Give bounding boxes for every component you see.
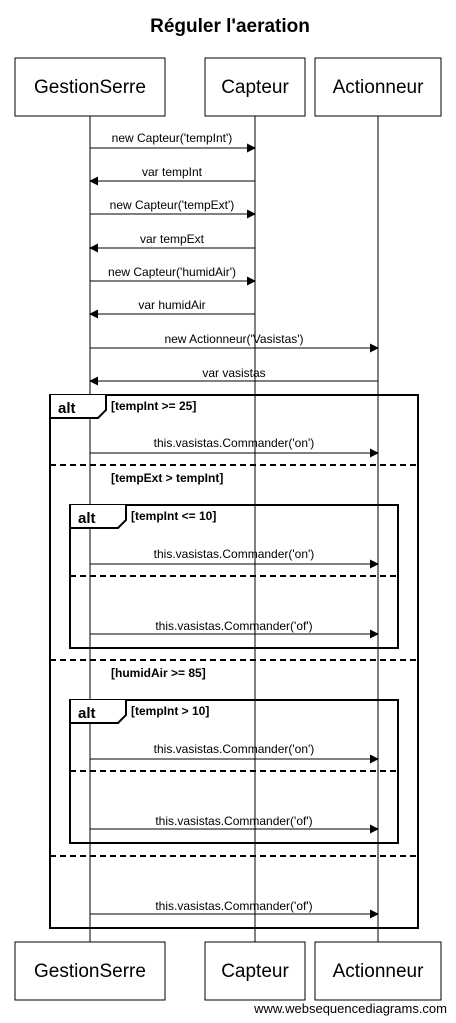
message-label: this.vasistas.Commander('on') [154,547,315,561]
guard-condition: [tempInt <= 10] [131,509,216,523]
participant-capteur-top: Capteur [204,57,306,117]
message-6: var humidAir [89,298,255,319]
participant-label: GestionSerre [34,961,146,982]
message-11: this.vasistas.Commander('of') [90,619,379,639]
guard-condition: [tempInt >= 25] [111,399,196,413]
participant-gestionserre-bottom: GestionSerre [14,941,166,1001]
message-label: new Capteur('tempInt') [112,131,233,145]
message-13: this.vasistas.Commander('of') [90,814,379,834]
message-label: var tempInt [142,165,203,179]
participant-label: Actionneur [333,961,425,982]
participant-actionneur-bottom: Actionneur [314,941,442,1001]
message-label: this.vasistas.Commander('of') [155,814,312,828]
message-label: var vasistas [202,366,265,380]
message-8: var vasistas [89,366,378,386]
alt-tag: alt [78,705,96,722]
alt-frame-inner-1: alt [tempInt <= 10] [69,504,399,649]
participant-label: Actionneur [333,77,425,98]
diagram-title: Réguler l'aeration [150,16,310,37]
message-9: this.vasistas.Commander('on') [90,436,379,458]
message-label: var tempExt [140,232,205,246]
participant-capteur-bottom: Capteur [204,941,306,1001]
footer-watermark: www.websequencediagrams.com [253,1001,447,1016]
alt-frame-inner-2: alt [tempInt > 10] [69,699,399,844]
alt-tag: alt [58,400,76,417]
participant-label: Capteur [221,77,289,98]
guard-condition: [tempInt > 10] [131,704,209,718]
message-7: new Actionneur('Vasistas') [90,332,379,353]
message-14: this.vasistas.Commander('of') [90,899,379,919]
message-10: this.vasistas.Commander('on') [90,547,379,569]
participant-actionneur-top: Actionneur [314,57,442,117]
message-1: new Capteur('tempInt') [90,131,256,153]
participant-gestionserre-top: GestionSerre [14,57,166,117]
message-12: this.vasistas.Commander('on') [90,742,379,764]
guard-condition: [humidAir >= 85] [111,666,206,680]
guard-condition: [tempExt > tempInt] [111,471,223,485]
message-label: this.vasistas.Commander('of') [155,899,312,913]
message-label: var humidAir [138,298,205,312]
message-2: var tempInt [89,165,255,186]
message-label: this.vasistas.Commander('of') [155,619,312,633]
participant-label: GestionSerre [34,77,146,98]
message-label: new Capteur('humidAir') [108,265,236,279]
message-label: new Actionneur('Vasistas') [164,332,303,346]
message-label: new Capteur('tempExt') [110,198,235,212]
message-4: var tempExt [89,232,255,253]
message-label: this.vasistas.Commander('on') [154,436,315,450]
message-label: this.vasistas.Commander('on') [154,742,315,756]
message-5: new Capteur('humidAir') [90,265,256,286]
participant-label: Capteur [221,961,289,982]
message-3: new Capteur('tempExt') [90,198,256,219]
alt-tag: alt [78,510,96,527]
alt-frame-outer: alt [tempInt >= 25] [tempExt > tempInt] … [49,394,419,929]
